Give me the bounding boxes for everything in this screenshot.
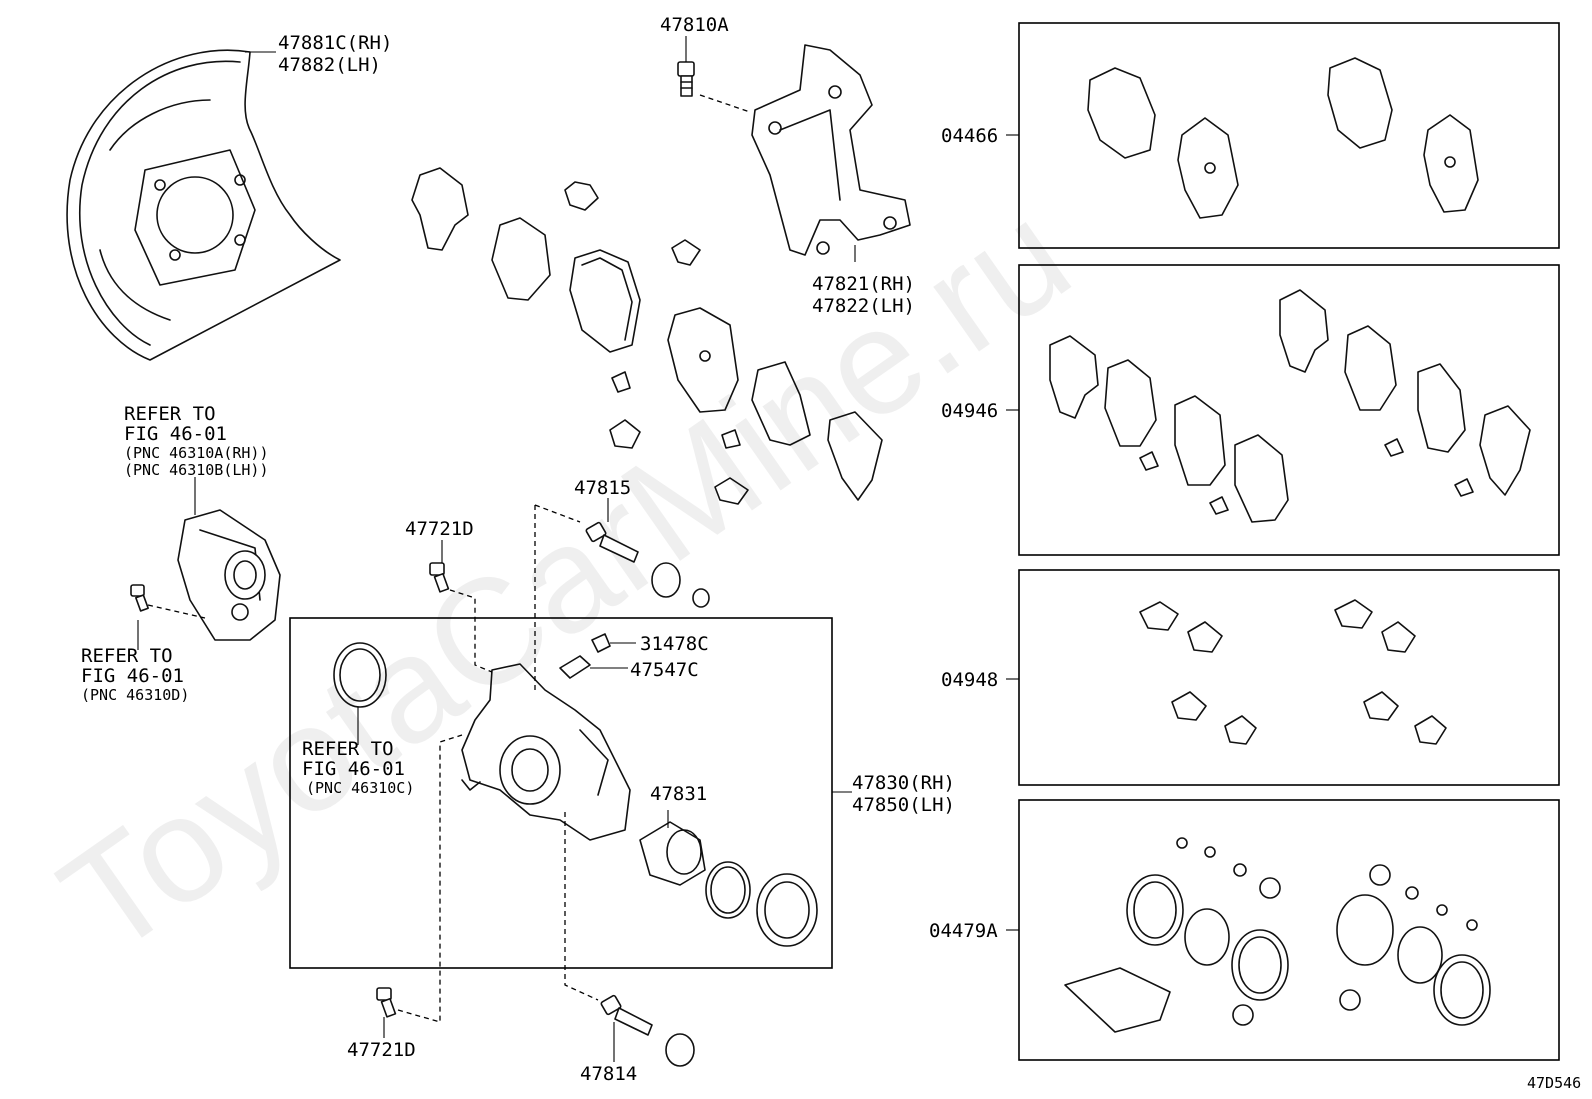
piston-icon[interactable] xyxy=(639,821,706,886)
mounting-bracket-icon[interactable] xyxy=(751,44,911,256)
bleeder-cap-icon[interactable] xyxy=(591,633,611,653)
ref-seal-line3: (PNC 46310C) xyxy=(306,779,414,797)
label-piston-47831: 47831 xyxy=(650,783,707,805)
label-bolt-47810a: 47810A xyxy=(660,14,729,36)
kit-04948-clips-icon[interactable] xyxy=(1139,599,1447,745)
label-caliper-lh: 47850(LH) xyxy=(852,794,955,816)
piston-seal-icon[interactable] xyxy=(333,642,387,708)
label-kit-04948: 04948 xyxy=(941,669,998,691)
label-kit-04946: 04946 xyxy=(941,400,998,422)
label-pin-47814: 47814 xyxy=(580,1063,637,1085)
diagram-code: 47D546 xyxy=(1527,1074,1581,1092)
caliper-assembly-box xyxy=(289,617,833,969)
shim-icon[interactable] xyxy=(411,167,551,301)
label-shield-rh: 47881C(RH) xyxy=(278,32,392,54)
brake-pad-icon[interactable] xyxy=(569,249,883,501)
bolt-47721d-top-dash xyxy=(449,589,493,673)
bolt-47721d-bottom-icon[interactable] xyxy=(376,987,397,1018)
ref-motor-line4: (PNC 46310B(LH)) xyxy=(124,461,269,479)
slide-pin-47814-icon[interactable] xyxy=(600,994,695,1067)
ref-seal-line2: FIG 46-01 xyxy=(302,758,405,780)
ref-bolt-line2: FIG 46-01 xyxy=(81,665,184,687)
ref-motor-line3: (PNC 46310A(RH)) xyxy=(124,444,269,462)
ref-motor-line2: FIG 46-01 xyxy=(124,423,227,445)
anti-squeal-clip-icon[interactable] xyxy=(564,181,749,505)
label-mount-lh: 47822(LH) xyxy=(812,295,915,317)
bolt-47721d-top-icon[interactable] xyxy=(429,562,450,593)
ref-bolt-line1: REFER TO xyxy=(81,645,173,667)
kit-box-04479a xyxy=(1018,799,1560,1061)
label-kit-04466: 04466 xyxy=(941,125,998,147)
piston-ring-icon[interactable] xyxy=(705,861,818,947)
kit-box-04948 xyxy=(1018,569,1560,786)
kit-04479a-seals-icon[interactable] xyxy=(1064,837,1491,1033)
parking-brake-motor-icon[interactable] xyxy=(177,509,281,641)
label-pin-47815: 47815 xyxy=(574,477,631,499)
ref-seal-line1: REFER TO xyxy=(302,738,394,760)
pin-47814-dash xyxy=(564,812,599,1001)
label-bolt-47721d-top: 47721D xyxy=(405,518,474,540)
label-shield-lh: 47882(LH) xyxy=(278,54,381,76)
label-bleeder-47547c: 47547C xyxy=(630,659,699,681)
label-cap-31478c: 31478C xyxy=(640,633,709,655)
ref-bolt-line3: (PNC 46310D) xyxy=(81,686,189,704)
kit-box-04466 xyxy=(1018,22,1560,249)
bolt-47721d-bottom-dash xyxy=(397,734,463,1023)
dust-shield-icon[interactable] xyxy=(66,49,341,361)
pin-47815-dash2 xyxy=(534,504,581,523)
bolt-47810a-icon[interactable] xyxy=(677,61,695,97)
kit-box-04946 xyxy=(1018,264,1560,556)
label-mount-rh: 47821(RH) xyxy=(812,273,915,295)
label-caliper-rh: 47830(RH) xyxy=(852,772,955,794)
caliper-body-icon[interactable] xyxy=(461,663,631,841)
watermark: ToyotaCarMine.ru xyxy=(32,170,1098,987)
kit-04946-shims-icon[interactable] xyxy=(1049,289,1531,523)
kit-04466-pads-icon[interactable] xyxy=(1087,57,1479,219)
bleeder-screw-icon[interactable] xyxy=(559,655,591,679)
ref-motor-line1: REFER TO xyxy=(124,403,216,425)
label-kit-04479a: 04479A xyxy=(929,920,998,942)
bolt-47810a-dash xyxy=(699,94,751,113)
motor-bolt-icon[interactable] xyxy=(130,584,149,612)
motor-bolt-dash xyxy=(147,604,206,619)
label-bolt-47721d-bottom: 47721D xyxy=(347,1039,416,1061)
slide-pin-47815-icon[interactable] xyxy=(585,521,710,608)
